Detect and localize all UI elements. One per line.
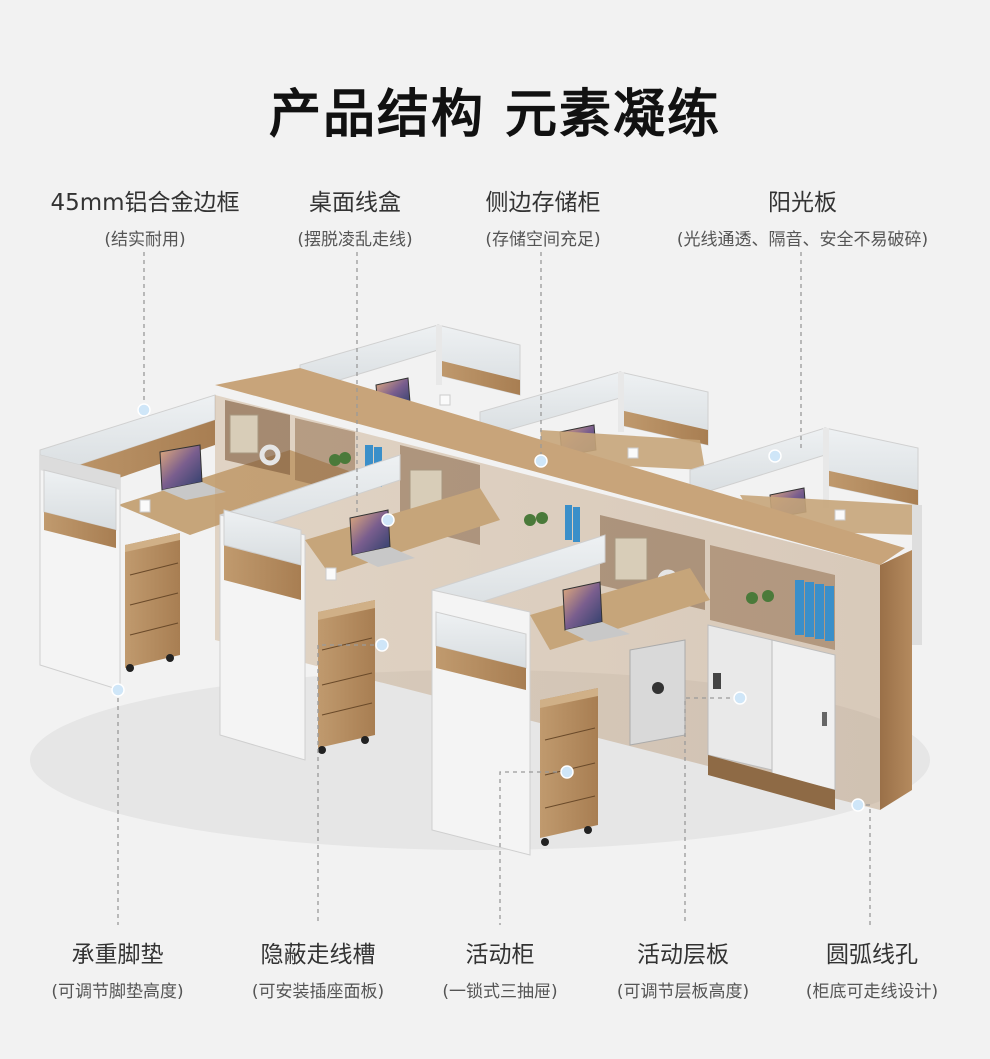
dot-frame <box>137 403 151 417</box>
label-main: 活动柜 <box>465 942 535 968</box>
label-arc-cable-hole: 圆弧线孔 (柜底可走线设计) <box>788 935 956 1002</box>
label-main: 45mm铝合金边框 <box>50 190 240 216</box>
page-title: 产品结构 元素凝练 <box>268 85 722 145</box>
label-main: 桌面线盒 <box>309 190 401 216</box>
label-hidden-trunking: 隐蔽走线槽 (可安装插座面板) <box>232 935 404 1002</box>
label-main: 隐蔽走线槽 <box>260 942 376 968</box>
dot-feet <box>111 683 125 697</box>
label-load-bearing-feet: 承重脚垫 (可调节脚垫高度) <box>30 935 205 1002</box>
dot-mobile <box>560 765 574 779</box>
marker-dots <box>111 403 865 812</box>
leader-shelf <box>684 697 738 925</box>
label-sub: (一锁式三抽屉) <box>442 982 558 1002</box>
back-middle-desk <box>299 324 521 409</box>
dot-cable-box <box>381 513 395 527</box>
label-sub: (柜底可走线设计) <box>805 982 939 1002</box>
dot-trunk <box>375 638 389 652</box>
dot-hole <box>851 798 865 812</box>
label-main: 侧边存储柜 <box>485 190 601 216</box>
label-sub: (光线通透、隔音、安全不易破碎) <box>676 230 929 250</box>
leader-trunk <box>317 644 382 925</box>
label-sun-panel: 阳光板 (光线通透、隔音、安全不易破碎) <box>640 183 965 250</box>
label-sub: (可安装插座面板) <box>251 982 385 1002</box>
central-storage-spine <box>215 368 912 810</box>
label-side-cabinet: 侧边存储柜 (存储空间充足) <box>458 183 628 250</box>
dot-side-cabinet <box>534 454 548 468</box>
label-main: 承重脚垫 <box>71 942 164 968</box>
back-right-desk-2 <box>689 427 922 645</box>
label-aluminum-frame: 45mm铝合金边框 (结实耐用) <box>40 183 250 250</box>
label-main: 活动层板 <box>637 942 729 968</box>
label-sub: (存储空间充足) <box>485 230 601 250</box>
label-main: 阳光板 <box>768 190 837 216</box>
label-desk-cable-box: 桌面线盒 (摆脱凌乱走线) <box>270 183 440 250</box>
label-sub: (可调节脚垫高度) <box>51 982 184 1002</box>
label-mobile-pedestal: 活动柜 (一锁式三抽屉) <box>425 935 575 1002</box>
leader-mobile <box>499 771 565 925</box>
label-sub: (可调节层板高度) <box>616 982 750 1002</box>
dot-shelf <box>733 691 747 705</box>
front-right-desk <box>431 534 710 856</box>
dot-sun-panel <box>768 449 782 463</box>
leader-lines <box>117 252 871 925</box>
label-sub: (摆脱凌乱走线) <box>297 230 413 250</box>
front-left-desk <box>39 454 180 691</box>
label-main: 圆弧线孔 <box>826 942 918 968</box>
back-right-desk-1 <box>479 371 709 470</box>
front-middle-desk <box>219 454 500 761</box>
label-sub: (结实耐用) <box>104 230 186 250</box>
label-adjustable-shelf: 活动层板 (可调节层板高度) <box>598 935 768 1002</box>
leader-hole <box>858 804 871 925</box>
